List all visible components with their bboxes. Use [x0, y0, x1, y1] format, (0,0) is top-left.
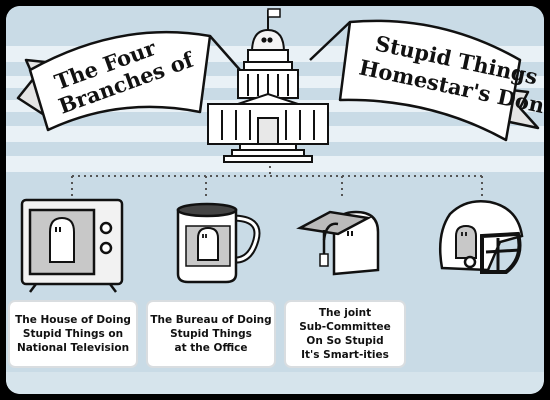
caption-subcommittee-line-3: On So Stupid [306, 335, 384, 347]
caption-subcommittee-line-4: It's Smart-ities [301, 349, 389, 361]
caption-subcommittee: The joint Sub-Committee On So Stupid It'… [284, 300, 406, 368]
caption-bureau-line-1: The Bureau of Doing [150, 314, 272, 326]
graduation-cap-icon [296, 210, 380, 276]
caption-house-line-1: The House of Doing [15, 314, 131, 326]
caption-house-line-3: National Television [16, 342, 130, 354]
caption-subcommittee-line-2: Sub-Committee [299, 321, 391, 333]
left-ribbon-banner [16, 30, 241, 132]
coffee-mug-icon [176, 202, 261, 284]
football-helmet-icon [439, 200, 524, 274]
television-icon [20, 198, 124, 293]
caption-bureau-line-3: at the Office [174, 342, 248, 354]
capitol-building-icon [207, 8, 329, 163]
connector-lines [71, 160, 483, 198]
right-ribbon-banner [309, 19, 540, 142]
caption-subcommittee-line-1: The joint [318, 307, 372, 319]
caption-house-line-2: Stupid Things on [22, 328, 124, 340]
caption-house: The House of Doing Stupid Things on Nati… [8, 300, 138, 368]
caption-bureau: The Bureau of Doing Stupid Things at the… [146, 300, 276, 368]
caption-bureau-line-2: Stupid Things [170, 328, 252, 340]
